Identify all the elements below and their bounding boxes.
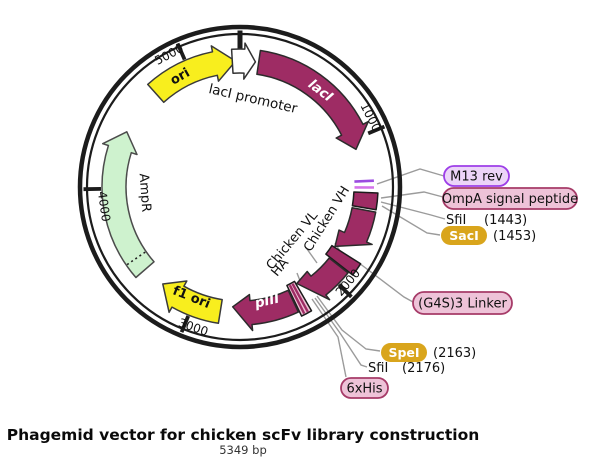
ha-tag-stripe-1: [291, 283, 309, 313]
tick-1000: [367, 124, 386, 136]
spei-callout-pill: [381, 343, 427, 362]
piii-gene-label: pIII: [252, 291, 281, 312]
tick-5000: [175, 42, 187, 61]
ampr-boundary-dotted-line: [126, 251, 146, 266]
m13-rev-callout-label: M13 rev: [450, 170, 503, 185]
6xhis-callout-label: 6xHis: [346, 382, 382, 397]
saci-site-label: SacI: [449, 228, 479, 243]
g4s3-linker-segment: [325, 244, 362, 276]
ompa-leader-line: [380, 191, 444, 199]
figure-size-bp: 5349 bp: [219, 443, 267, 457]
tick-label-4000: 4000: [95, 190, 113, 222]
m13-rev-primer-line-1: [354, 179, 374, 183]
plasmid-rings-group: [77, 24, 403, 350]
m13-rev-callout-pill: [443, 165, 510, 187]
sfii-1443-position: (1443): [484, 213, 527, 228]
saci-position: (1453): [493, 229, 536, 244]
chicken-vl-arrow: [296, 257, 349, 301]
laci-promoter-label: lacI promoter: [207, 81, 299, 117]
ompa-signal-peptide-segment: [351, 191, 379, 211]
ompa-callout-pill: [442, 187, 578, 210]
m13-rev-leader-line: [376, 168, 445, 185]
saci-callout-pill: [441, 226, 487, 245]
chicken-vl-connector-line: [306, 248, 318, 264]
ha-tag-stripe-2: [288, 284, 306, 315]
6xhis-leader-line: [311, 298, 347, 378]
tick-2000: [337, 283, 353, 299]
sfii-2176-position: (2176): [402, 361, 445, 376]
sfii-2176-leader-line: [314, 297, 368, 368]
ompa-callout-label: OmpA signal peptide: [442, 192, 578, 207]
laci-arrow: [256, 49, 370, 151]
ampr-label: AmpR: [136, 173, 154, 213]
piii-arrow: [231, 289, 300, 332]
spei-site-label: SpeI: [388, 345, 419, 360]
sfii-2176-site-label: SfiI: [368, 361, 388, 376]
sfii-1443-site-label: SfiI: [446, 213, 466, 228]
spei-position: (2163): [433, 346, 476, 361]
feature-arrows-group: [101, 42, 379, 332]
laci-promoter-arrow: [230, 42, 257, 80]
spei-leader-line: [316, 295, 381, 352]
plasmid-outer-ring: [77, 24, 403, 350]
figure-title: Phagemid vector for chicken scFv library…: [7, 426, 480, 444]
tick-3000: [179, 315, 190, 333]
f1-ori-arrow: [162, 280, 223, 325]
g4s3-linker-callout-label: (G4S)3 Linker: [418, 297, 507, 312]
ampr-arrow: [101, 131, 155, 279]
chicken-vh-arrow: [334, 207, 377, 248]
g4s3-linker-callout-pill: [412, 291, 513, 315]
6xhis-callout-pill: [340, 377, 389, 399]
